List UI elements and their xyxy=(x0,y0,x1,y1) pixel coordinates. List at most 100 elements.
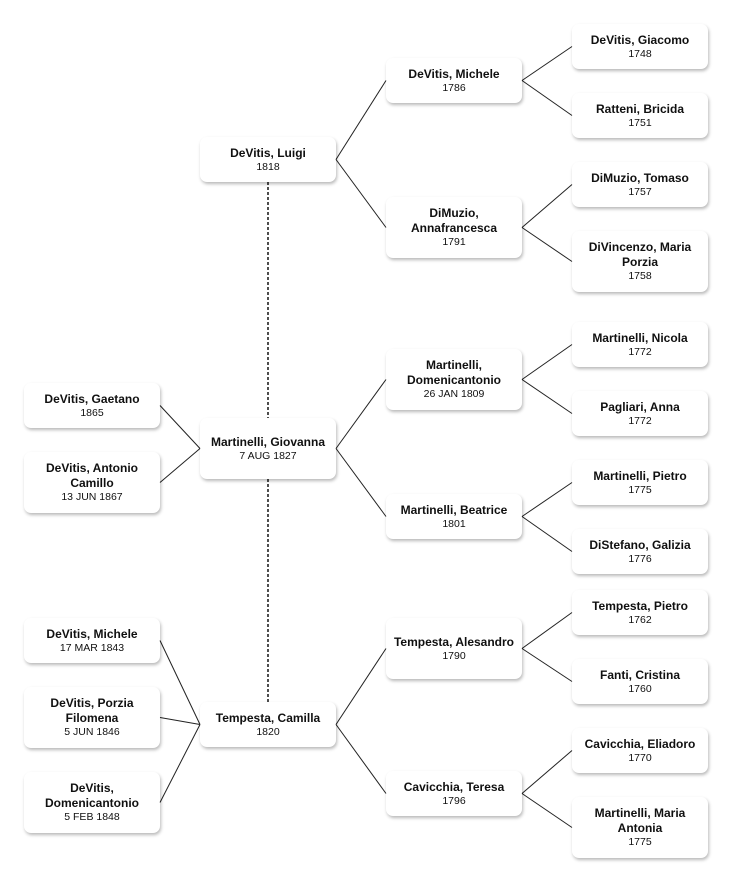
person-name: Martinelli, Maria Antonia xyxy=(594,806,686,835)
person-date: 1865 xyxy=(80,406,104,419)
person-dimuzio-tomaso[interactable]: DiMuzio, Tomaso 1757 xyxy=(572,162,708,207)
parent-connector-line xyxy=(521,612,573,649)
person-date: 1772 xyxy=(628,345,652,358)
person-name: Martinelli, Domenicantonio xyxy=(406,358,501,387)
parent-connector-line xyxy=(335,448,387,517)
parent-connector-line xyxy=(521,482,573,517)
person-martinelli-giovanna[interactable]: Martinelli, Giovanna 7 AUG 1827 xyxy=(200,418,336,479)
person-tempesta-camilla[interactable]: Tempesta, Camilla 1820 xyxy=(200,702,336,747)
person-name: Tempesta, Pietro xyxy=(592,598,688,613)
person-name: DeVitis, Giacomo xyxy=(590,32,690,47)
person-cavicchia-eliadoro[interactable]: Cavicchia, Eliadoro 1770 xyxy=(572,728,708,773)
person-date: 5 JUN 1846 xyxy=(64,726,120,738)
person-name: Cavicchia, Eliadoro xyxy=(584,736,696,751)
child-connector-line xyxy=(159,448,201,483)
person-date: 1818 xyxy=(256,160,280,173)
person-name: Cavicchia, Teresa xyxy=(403,779,505,794)
person-name: DeVitis, Michele xyxy=(408,66,500,81)
person-name: DiMuzio, Tomaso xyxy=(591,170,689,185)
person-devitis-antonio-camillo[interactable]: DeVitis, Antonio Camillo 13 JUN 1867 xyxy=(24,452,160,513)
person-martinelli-pietro[interactable]: Martinelli, Pietro 1775 xyxy=(572,460,708,505)
person-devitis-michele-1843[interactable]: DeVitis, Michele 17 MAR 1843 xyxy=(24,618,160,663)
person-fanti-cristina[interactable]: Fanti, Cristina 1760 xyxy=(572,659,708,704)
person-name: Martinelli, Giovanna xyxy=(210,434,326,449)
parent-connector-line xyxy=(521,344,573,380)
parent-connector-line xyxy=(521,516,573,552)
person-name: Martinelli, Pietro xyxy=(593,468,687,483)
person-date: 1748 xyxy=(628,47,652,60)
person-name: Fanti, Cristina xyxy=(599,667,680,682)
person-date: 1776 xyxy=(628,552,652,565)
person-tempesta-pietro[interactable]: Tempesta, Pietro 1762 xyxy=(572,590,708,635)
person-date: 1772 xyxy=(628,414,652,427)
person-distefano-galizia[interactable]: DiStefano, Galizia 1776 xyxy=(572,529,708,574)
parent-connector-line xyxy=(335,159,387,228)
parent-connector-line xyxy=(521,227,573,262)
person-date: 1762 xyxy=(628,613,652,626)
person-name: DeVitis, Antonio Camillo xyxy=(45,461,138,490)
person-martinelli-domenicantonio[interactable]: Martinelli, Domenicantonio 26 JAN 1809 xyxy=(386,349,522,410)
parent-connector-line xyxy=(335,648,387,725)
person-date: 17 MAR 1843 xyxy=(59,641,125,654)
child-connector-line xyxy=(159,717,201,725)
person-name: Martinelli, Nicola xyxy=(592,330,688,345)
person-date: 1757 xyxy=(628,185,652,198)
person-tempesta-alesandro[interactable]: Tempesta, Alesandro 1790 xyxy=(386,618,522,679)
parent-connector-line xyxy=(521,793,573,828)
parent-connector-line xyxy=(521,46,573,81)
person-name: DeVitis, Luigi xyxy=(230,145,306,160)
person-date: 13 JUN 1867 xyxy=(61,491,123,503)
person-name: DeVitis, Gaetano xyxy=(44,391,140,406)
person-devitis-michele-1786[interactable]: DeVitis, Michele 1786 xyxy=(386,58,522,103)
person-devitis-gaetano[interactable]: DeVitis, Gaetano 1865 xyxy=(24,383,160,428)
person-cavicchia-teresa[interactable]: Cavicchia, Teresa 1796 xyxy=(386,771,522,816)
parent-connector-line xyxy=(335,379,387,449)
person-date: 7 AUG 1827 xyxy=(239,449,297,462)
person-martinelli-maria-antonia[interactable]: Martinelli, Maria Antonia 1775 xyxy=(572,797,708,858)
person-name: Tempesta, Camilla xyxy=(215,710,321,725)
parent-connector-line xyxy=(521,184,573,228)
person-date: 1775 xyxy=(628,483,652,496)
person-ratteni-bricida[interactable]: Ratteni, Bricida 1751 xyxy=(572,93,708,138)
child-connector-line xyxy=(159,405,201,449)
person-name: Pagliari, Anna xyxy=(600,399,680,414)
person-name: DiStefano, Galizia xyxy=(589,537,691,552)
person-name: DiMuzio, Annafrancesca xyxy=(410,206,498,235)
person-martinelli-nicola[interactable]: Martinelli, Nicola 1772 xyxy=(572,322,708,367)
person-name: DeVitis, Porzia Filomena xyxy=(50,696,134,725)
person-date: 1801 xyxy=(442,517,466,530)
person-date: 1790 xyxy=(442,649,466,662)
person-date: 1820 xyxy=(256,725,280,738)
person-pagliari-anna[interactable]: Pagliari, Anna 1772 xyxy=(572,391,708,436)
child-connector-line xyxy=(159,724,201,803)
person-date: 1791 xyxy=(442,236,466,248)
person-divincenzo-maria-porzia[interactable]: DiVincenzo, Maria Porzia 1758 xyxy=(572,231,708,292)
person-martinelli-beatrice[interactable]: Martinelli, Beatrice 1801 xyxy=(386,494,522,539)
person-devitis-luigi[interactable]: DeVitis, Luigi 1818 xyxy=(200,137,336,182)
person-date: 1751 xyxy=(628,116,652,129)
person-dimuzio-annafrancesca[interactable]: DiMuzio, Annafrancesca 1791 xyxy=(386,197,522,258)
parent-connector-line xyxy=(521,379,573,414)
person-date: 1786 xyxy=(442,81,466,94)
person-date: 26 JAN 1809 xyxy=(423,388,485,400)
person-name: DeVitis, Domenicantonio xyxy=(44,781,139,810)
person-devitis-domenicantonio[interactable]: DeVitis, Domenicantonio 5 FEB 1848 xyxy=(24,772,160,833)
parent-connector-line xyxy=(335,724,387,794)
person-name: DiVincenzo, Maria Porzia xyxy=(588,240,692,269)
person-date: 1770 xyxy=(628,751,652,764)
person-date: 1775 xyxy=(628,836,652,848)
person-name: Martinelli, Beatrice xyxy=(400,502,508,517)
person-devitis-giacomo[interactable]: DeVitis, Giacomo 1748 xyxy=(572,24,708,69)
person-date: 1796 xyxy=(442,794,466,807)
parent-connector-line xyxy=(521,80,573,116)
person-name: Ratteni, Bricida xyxy=(595,101,685,116)
person-name: Tempesta, Alesandro xyxy=(393,634,515,649)
person-date: 1760 xyxy=(628,682,652,695)
parent-connector-line xyxy=(521,750,573,794)
person-devitis-porzia-filomena[interactable]: DeVitis, Porzia Filomena 5 JUN 1846 xyxy=(24,687,160,748)
parent-connector-line xyxy=(521,648,573,682)
person-name: DeVitis, Michele xyxy=(46,626,138,641)
person-date: 1758 xyxy=(628,270,652,282)
